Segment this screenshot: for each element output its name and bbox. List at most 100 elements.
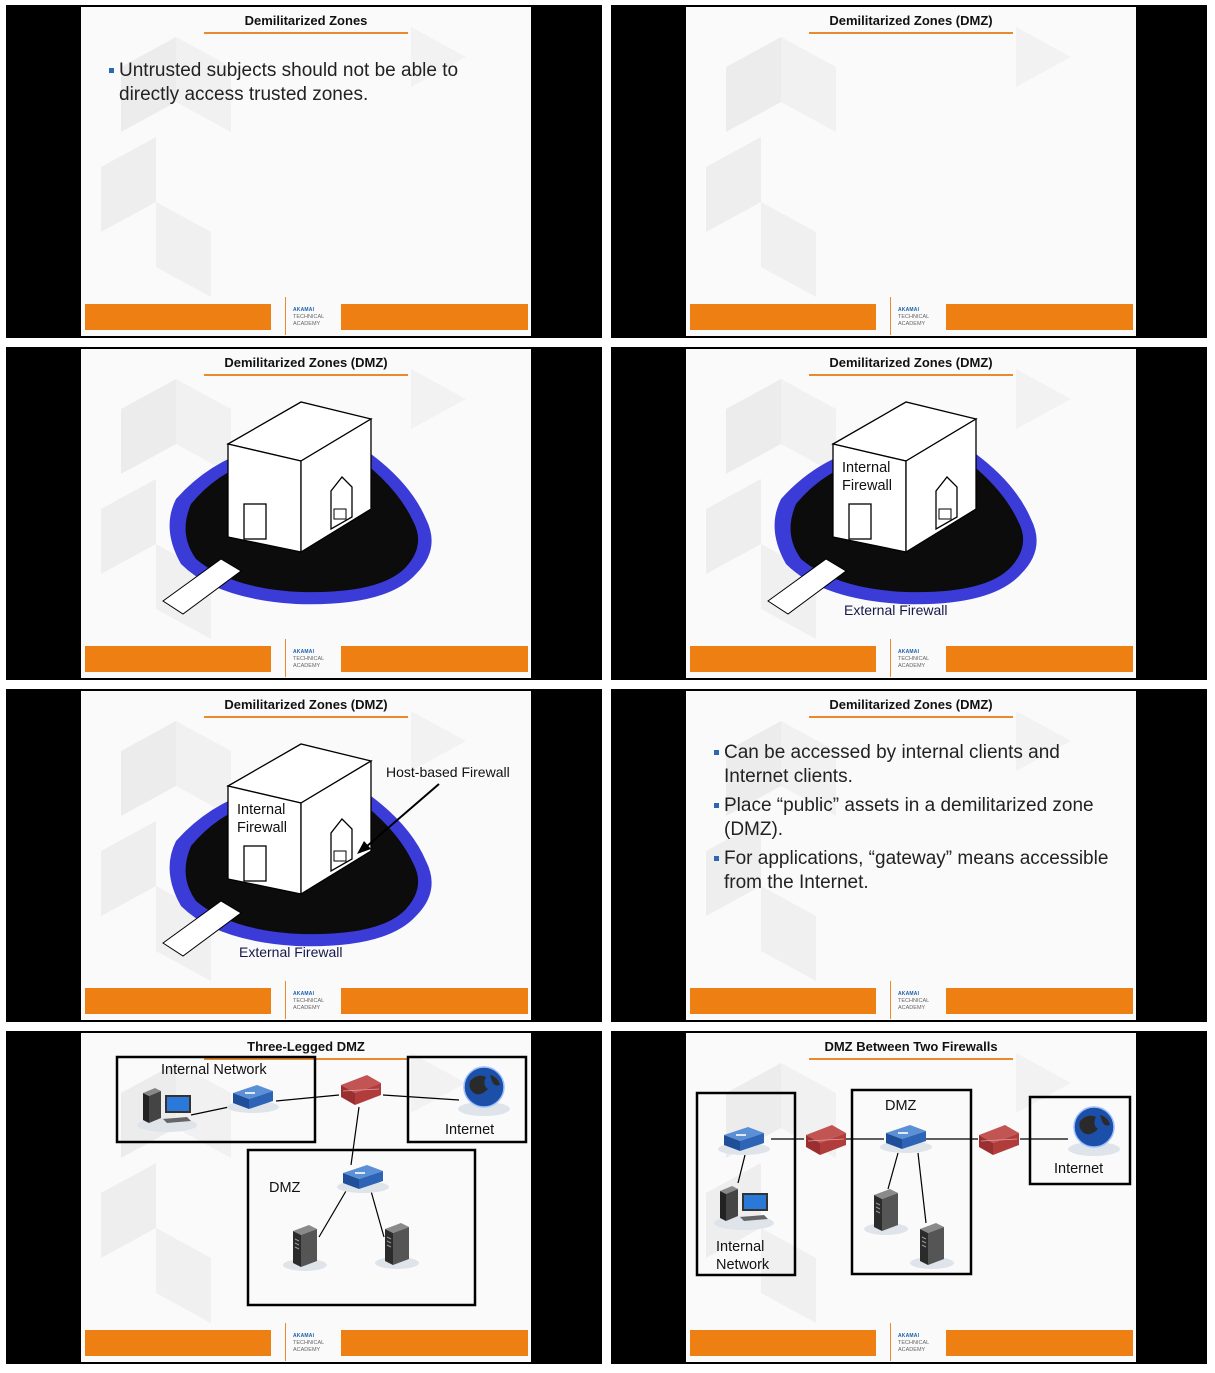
title-underline	[204, 716, 408, 718]
bullet-text: Untrusted subjects should not be able to…	[119, 60, 459, 105]
footer-bar-right	[341, 646, 528, 672]
slide-thumb-7[interactable]: Three-Legged DMZ Internal Network Intern…	[6, 1031, 602, 1364]
switch-icon	[718, 1127, 770, 1155]
bullet-square-icon	[109, 68, 114, 73]
logo-line1: AKAMAI	[293, 991, 315, 997]
footer-bar-right	[946, 646, 1133, 672]
slide-title: DMZ Between Two Firewalls	[824, 1039, 998, 1054]
slide-thumb-6[interactable]: Demilitarized Zones (DMZ) Can be accesse…	[611, 689, 1207, 1022]
footer-bar-left	[690, 1330, 876, 1356]
slide-title: Demilitarized Zones (DMZ)	[829, 13, 993, 28]
akamai-logo: AKAMAI TECHNICAL ACADEMY	[285, 1323, 336, 1361]
external-firewall-label: External Firewall	[239, 944, 343, 960]
footer-bar-left	[690, 988, 876, 1014]
slide-title: Three-Legged DMZ	[247, 1039, 365, 1054]
dmz-label: DMZ	[269, 1180, 301, 1196]
logo-line1: AKAMAI	[898, 307, 920, 313]
title-underline	[809, 1058, 1013, 1060]
akamai-logo: AKAMAI TECHNICAL ACADEMY	[890, 297, 941, 335]
internal-network-box	[695, 1091, 797, 1277]
bullet-item: Place “public” assets in a demilitarized…	[714, 794, 1124, 842]
slide-title: Demilitarized Zones	[244, 13, 368, 28]
logo-line2: TECHNICAL	[293, 1340, 325, 1346]
slide-4: Demilitarized Zones (DMZ) Internal Firew…	[686, 349, 1136, 678]
logo-line2: TECHNICAL	[293, 998, 325, 1004]
dmz-between-firewalls-diagram	[695, 1088, 1132, 1277]
switch-icon	[227, 1085, 279, 1113]
slide-title: Demilitarized Zones (DMZ)	[224, 697, 388, 712]
logo-line2: TECHNICAL	[293, 314, 325, 320]
slide-1: Demilitarized Zones Untrusted subjects s…	[81, 7, 531, 336]
logo-line1: AKAMAI	[293, 649, 315, 655]
akamai-logo: AKAMAI TECHNICAL ACADEMY	[285, 981, 336, 1019]
arrow-line	[365, 783, 440, 848]
logo-line3: ACADEMY	[293, 663, 321, 669]
bullet-list: Untrusted subjects should not be able to…	[109, 59, 509, 112]
slide-thumb-1[interactable]: Demilitarized Zones Untrusted subjects s…	[6, 5, 602, 338]
bullet-text: Place “public” assets in a demilitarized…	[724, 795, 1094, 840]
server-icon	[909, 1222, 955, 1270]
bullet-list: Can be accessed by internal clients and …	[714, 741, 1124, 900]
external-firewall-label: External Firewall	[844, 602, 948, 618]
logo-line3: ACADEMY	[898, 1347, 926, 1353]
footer-bar-left	[85, 988, 271, 1014]
logo-line2: TECHNICAL	[898, 314, 930, 320]
internal-network-label: Internal Network	[716, 1239, 770, 1273]
background-decoration	[706, 27, 1071, 297]
footer-bar-left	[690, 646, 876, 672]
akamai-logo: AKAMAI TECHNICAL ACADEMY	[285, 639, 336, 677]
host-based-firewall-label: Host-based Firewall	[386, 764, 510, 780]
logo-line3: ACADEMY	[293, 1005, 321, 1011]
logo-line3: ACADEMY	[293, 1347, 321, 1353]
switch-icon	[337, 1165, 389, 1193]
akamai-logo: AKAMAI TECHNICAL ACADEMY	[890, 1323, 941, 1361]
internal-firewall-label: Internal Firewall	[842, 460, 892, 494]
title-underline	[204, 374, 408, 376]
castle-moat-illustration	[162, 401, 433, 615]
logo-line2: TECHNICAL	[293, 656, 325, 662]
akamai-logo: AKAMAI TECHNICAL ACADEMY	[890, 981, 941, 1019]
globe-icon	[457, 1066, 511, 1117]
slide-3: Demilitarized Zones (DMZ) AKAMAI TECHNIC…	[81, 349, 531, 678]
slide-title: Demilitarized Zones (DMZ)	[224, 355, 388, 370]
footer-bar-right	[946, 1330, 1133, 1356]
slide-thumb-2[interactable]: Demilitarized Zones (DMZ) AKAMAI TECHNIC…	[611, 5, 1207, 338]
internet-box	[1028, 1095, 1132, 1186]
slide-thumb-4[interactable]: Demilitarized Zones (DMZ) Internal Firew…	[611, 347, 1207, 680]
internal-network-box	[115, 1055, 317, 1144]
slide-thumb-5[interactable]: Demilitarized Zones (DMZ) Internal Firew…	[6, 689, 602, 1022]
internet-label: Internet	[445, 1122, 495, 1138]
footer-bar-left	[85, 646, 271, 672]
switch-icon	[880, 1125, 932, 1153]
server-icon	[282, 1224, 328, 1272]
internet-box	[406, 1055, 528, 1144]
slide-thumb-3[interactable]: Demilitarized Zones (DMZ) AKAMAI TECHNIC…	[6, 347, 602, 680]
globe-icon	[1067, 1106, 1121, 1157]
slide-7: Three-Legged DMZ Internal Network Intern…	[81, 1033, 531, 1362]
three-legged-dmz-diagram	[115, 1055, 528, 1307]
logo-line1: AKAMAI	[898, 649, 920, 655]
slide-5: Demilitarized Zones (DMZ) Internal Firew…	[81, 691, 531, 1020]
bullet-item: For applications, “gateway” means access…	[714, 847, 1124, 895]
logo-line2: TECHNICAL	[898, 1340, 930, 1346]
castle-moat-illustration	[162, 743, 440, 957]
slide-8: DMZ Between Two Firewalls DMZ Internet I…	[686, 1033, 1136, 1362]
slide-2: Demilitarized Zones (DMZ) AKAMAI TECHNIC…	[686, 7, 1136, 336]
server-icon	[863, 1188, 909, 1236]
bullet-square-icon	[714, 803, 719, 808]
akamai-logo: AKAMAI TECHNICAL ACADEMY	[890, 639, 941, 677]
slide-6: Demilitarized Zones (DMZ) Can be accesse…	[686, 691, 1136, 1020]
slide-thumb-8[interactable]: DMZ Between Two Firewalls DMZ Internet I…	[611, 1031, 1207, 1364]
bullet-square-icon	[714, 750, 719, 755]
internal-firewall-label: Internal Firewall	[237, 802, 287, 836]
footer-bar-right	[341, 1330, 528, 1356]
footer-bar-right	[341, 988, 528, 1014]
workstation-icon	[714, 1186, 774, 1230]
title-underline	[204, 32, 408, 34]
bullet-item: Can be accessed by internal clients and …	[714, 741, 1124, 789]
slide-title: Demilitarized Zones (DMZ)	[829, 355, 993, 370]
title-underline	[204, 1058, 408, 1060]
logo-line1: AKAMAI	[898, 991, 920, 997]
akamai-logo: AKAMAI TECHNICAL ACADEMY	[285, 297, 336, 335]
dmz-box	[850, 1088, 973, 1276]
